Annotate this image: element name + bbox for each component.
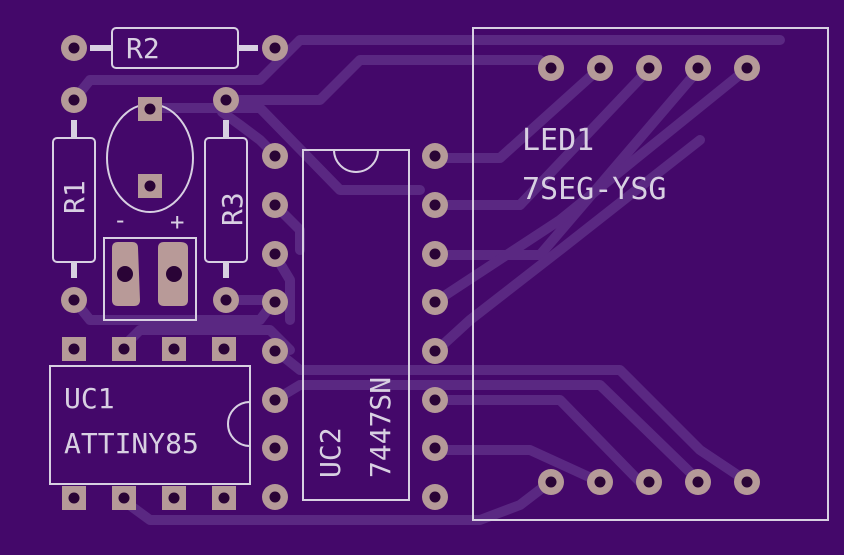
led1-value: 7SEG-YSG xyxy=(522,172,667,207)
pad-uc1-5 xyxy=(212,337,236,361)
pad-uc2-10 xyxy=(422,435,448,461)
silkscreen xyxy=(49,27,829,521)
uc1-notch xyxy=(227,401,251,447)
uc1-value: ATTINY85 xyxy=(64,427,199,460)
uc1-name: UC1 xyxy=(64,382,115,415)
pad-uc1-8 xyxy=(62,337,86,361)
pad-uc2-13 xyxy=(422,289,448,315)
r3-body xyxy=(204,137,248,263)
pad-cap-1 xyxy=(138,97,162,121)
pad-led1-top-4 xyxy=(685,55,711,81)
pad-uc2-16 xyxy=(422,143,448,169)
jumper-hole-left xyxy=(117,266,133,282)
trace xyxy=(430,63,655,210)
r2-label: R2 xyxy=(126,32,160,65)
uc2-name: UC2 xyxy=(314,427,347,478)
trace xyxy=(430,63,605,163)
trace xyxy=(430,395,645,487)
trace xyxy=(270,345,753,487)
pad-uc1-6 xyxy=(162,337,186,361)
pad-uc2-3 xyxy=(262,241,288,267)
pad-uc1-7 xyxy=(112,337,136,361)
pad-uc1-3 xyxy=(162,486,186,510)
pad-uc1-4 xyxy=(212,486,236,510)
pad-led1-top-1 xyxy=(538,55,564,81)
pad-led1-bottom-4 xyxy=(685,469,711,495)
pad-led1-bottom-2 xyxy=(587,469,613,495)
pad-uc2-15 xyxy=(422,192,448,218)
pad-uc2-5 xyxy=(262,338,288,364)
pad-led1-bottom-1 xyxy=(538,469,564,495)
trace xyxy=(69,35,785,105)
trace xyxy=(430,135,705,357)
r3-label: R3 xyxy=(216,192,249,226)
pad-uc2-2 xyxy=(262,192,288,218)
pad-led1-top-2 xyxy=(587,55,613,81)
trace xyxy=(145,103,425,195)
pad-r1-2 xyxy=(61,287,87,313)
pad-led1-top-5 xyxy=(734,55,760,81)
pad-uc2-9 xyxy=(422,484,448,510)
trace xyxy=(217,55,545,105)
cap-minus-label: - xyxy=(113,206,127,234)
cap-plus-label: + xyxy=(170,208,184,236)
pad-uc2-12 xyxy=(422,338,448,364)
pad-uc2-1 xyxy=(262,143,288,169)
pad-cap-2 xyxy=(138,174,162,198)
trace xyxy=(430,63,705,260)
led1-name: LED1 xyxy=(522,123,594,158)
round-pads xyxy=(61,35,760,510)
pad-r1-1 xyxy=(61,87,87,113)
jumper-hole-right xyxy=(166,266,182,282)
pad-uc2-7 xyxy=(262,435,288,461)
led1-outline xyxy=(472,27,829,521)
uc1-outline xyxy=(49,365,251,485)
pad-led1-top-3 xyxy=(636,55,662,81)
trace xyxy=(430,445,605,487)
r2-body xyxy=(111,27,239,69)
pad-r2-1 xyxy=(61,35,87,61)
pad-r2-2 xyxy=(262,35,288,61)
pad-led1-bottom-5 xyxy=(734,469,760,495)
r1-body xyxy=(52,137,96,263)
uc2-notch xyxy=(333,149,379,173)
pad-uc2-6 xyxy=(262,387,288,413)
uc2-value: 7447SN xyxy=(364,377,397,478)
pad-uc1-1 xyxy=(62,486,86,510)
uc2-outline xyxy=(302,149,410,501)
pad-uc2-14 xyxy=(422,241,448,267)
pad-uc1-2 xyxy=(112,486,136,510)
pad-uc2-11 xyxy=(422,387,448,413)
pad-uc2-4 xyxy=(262,289,288,315)
pad-r3-1 xyxy=(213,87,239,113)
square-pads xyxy=(62,97,236,510)
r1-label: R1 xyxy=(58,180,91,214)
trace xyxy=(430,63,753,307)
trace xyxy=(270,380,705,487)
jumper-outline xyxy=(103,237,197,321)
jumper-pads xyxy=(112,242,188,306)
pad-r3-2 xyxy=(213,287,239,313)
pad-uc2-8 xyxy=(262,484,288,510)
pad-led1-bottom-3 xyxy=(636,469,662,495)
